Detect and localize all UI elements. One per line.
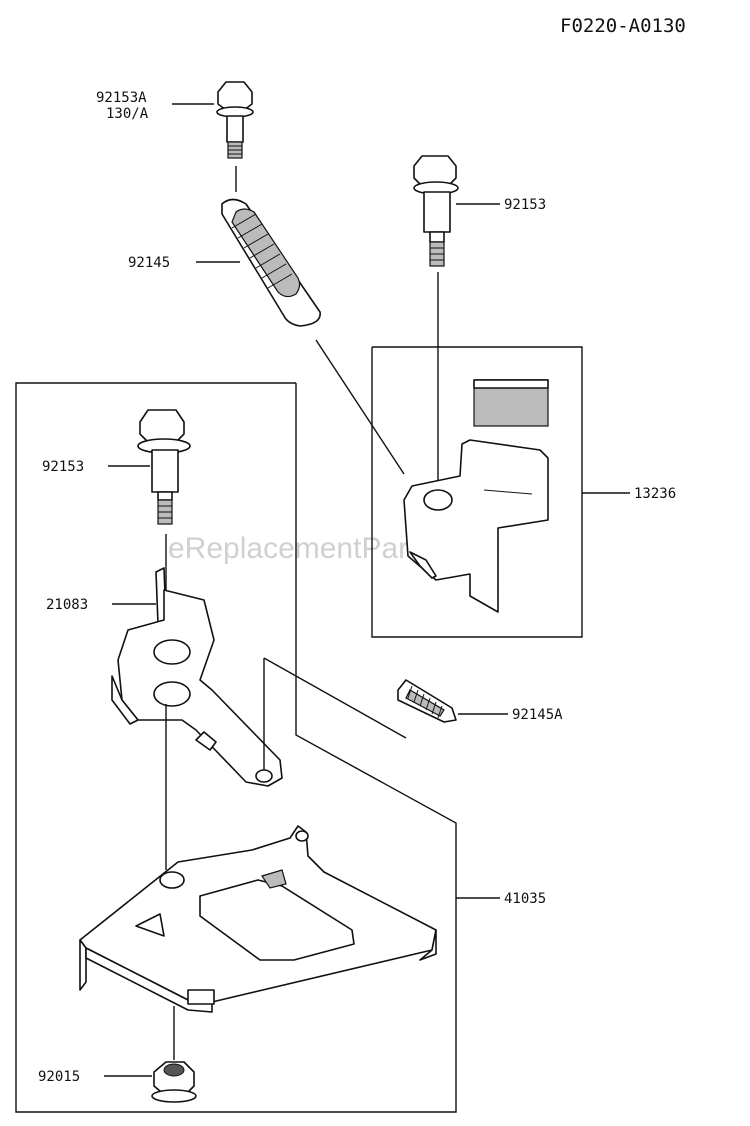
callout-21083: 21083	[46, 597, 88, 613]
spring-92145	[221, 198, 321, 327]
plate-group-box	[15, 382, 457, 1113]
bolt-92153-left	[137, 409, 191, 525]
bolt-92153-right	[413, 155, 459, 267]
diagram-title: F0220-A0130	[560, 15, 686, 37]
callout-13236: 13236	[634, 486, 676, 502]
leader-spring-lever	[263, 657, 407, 739]
bracket-13236	[403, 379, 549, 613]
lever-21083	[111, 567, 283, 787]
callout-92153a-sub: 130/A	[106, 106, 149, 122]
callout-92153-left: 92153	[42, 459, 84, 475]
callout-92015: 92015	[38, 1069, 80, 1085]
callout-92153-right: 92153	[504, 197, 546, 213]
bracket-group-box	[371, 346, 583, 638]
spring-92145a	[397, 679, 457, 723]
callout-41035: 41035	[504, 891, 546, 907]
callout-92153a: 92153A	[96, 90, 147, 106]
bolt-92153a	[216, 81, 254, 159]
callout-92145a: 92145A	[512, 707, 563, 723]
nut-92015	[151, 1061, 197, 1103]
callout-leaders	[104, 103, 630, 1077]
plate-41035	[79, 825, 437, 1013]
callout-92145: 92145	[128, 255, 170, 271]
leader-spring-bracket	[315, 339, 405, 475]
